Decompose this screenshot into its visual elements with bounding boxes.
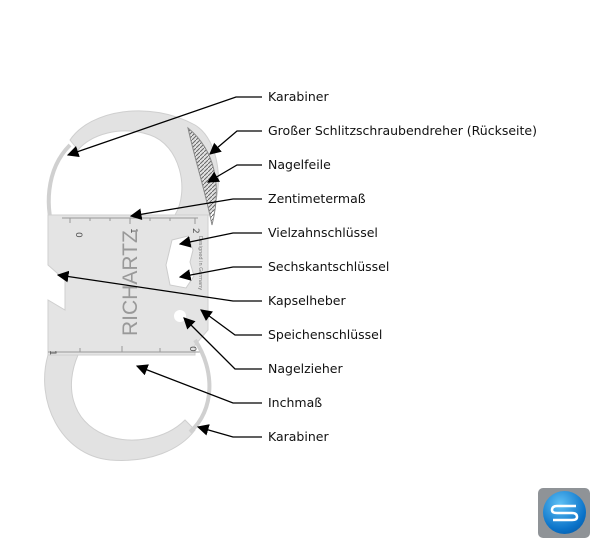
label-karabiner-bottom: Karabiner (268, 429, 329, 444)
label-sechskantschluessel: Sechskantschlüssel (268, 259, 390, 274)
label-nagelzieher: Nagelzieher (268, 361, 343, 376)
cm-tick-0: 0 (73, 232, 83, 238)
bottom-carabiner (44, 338, 212, 461)
label-speichenschluessel: Speichenschlüssel (268, 327, 383, 342)
label-zentimetermass: Zentimetermaß (268, 191, 366, 206)
label-schlitzschraubendreher: Großer Schlitzschraubendreher (Rückseite… (268, 123, 537, 138)
nail-puller-hole (174, 310, 186, 322)
label-inchmass: Inchmaß (268, 395, 323, 410)
leader-lines (56, 96, 262, 438)
label-vielzahnschluessel: Vielzahnschlüssel (268, 225, 378, 240)
label-nagelfeile: Nagelfeile (268, 157, 331, 172)
brand-text: RICHARTZ (119, 230, 142, 336)
inch-tick-0: 0 (187, 346, 197, 352)
label-kapselheber: Kapselheber (268, 293, 346, 308)
nail-file (187, 126, 217, 226)
inch-tick-1: 1 (47, 350, 57, 356)
cm-tick-2: 2 (190, 228, 200, 234)
side-text: Designed in Germany (197, 236, 203, 290)
label-karabiner-top: Karabiner (268, 89, 329, 104)
cm-tick-1: 1 (128, 228, 138, 234)
s-logo-icon[interactable] (538, 488, 590, 538)
